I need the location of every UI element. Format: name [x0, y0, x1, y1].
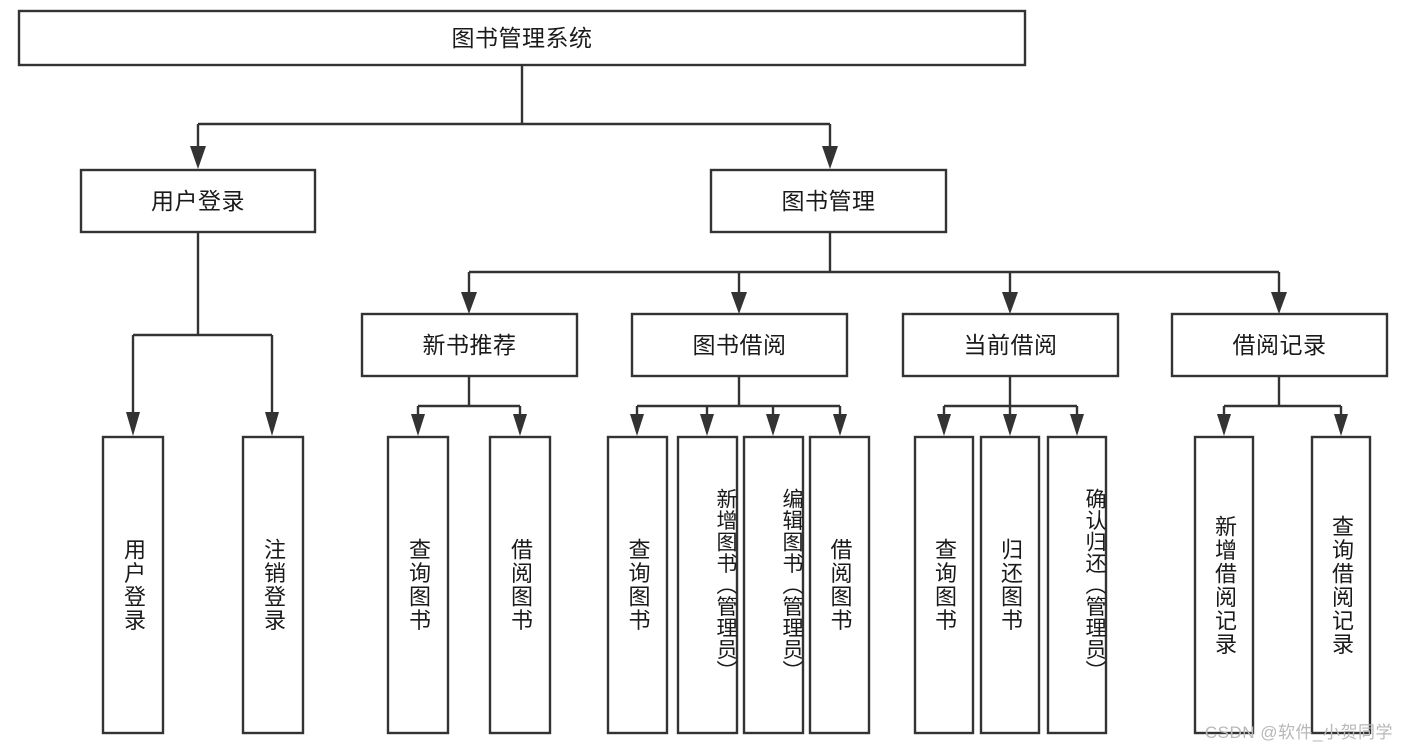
node-box-book-manage[interactable] — [709, 168, 948, 234]
node-box-book-borrow[interactable] — [630, 312, 849, 378]
watermark-text: CSDN @软件_小贺同学 — [1204, 723, 1393, 742]
arrow-user-login-to-leaf2-icon — [265, 412, 279, 436]
node-box-leaf-edit-book[interactable] — [742, 435, 805, 735]
arrow-new-book-to-leaf1-icon — [411, 414, 425, 436]
arrow-book-borrow-to-leaf2-icon — [700, 414, 714, 436]
node-box-leaf-query-record[interactable] — [1310, 435, 1372, 735]
arrow-root-to-book-manage-icon — [822, 146, 838, 169]
arrow-current-borrow-to-leaf2-icon — [1003, 414, 1017, 436]
node-box-leaf-return-book[interactable] — [979, 435, 1041, 735]
connector-group-new-book-rec — [411, 376, 527, 436]
connector-group-borrow-record — [1217, 376, 1348, 436]
node-box-current-borrow[interactable] — [901, 312, 1120, 378]
node-box-leaf-user-login[interactable] — [101, 435, 165, 735]
node-box-leaf-logout[interactable] — [241, 435, 305, 735]
arrow-book-manage-to-current-borrow-icon — [1002, 292, 1018, 314]
node-box-user-login[interactable] — [79, 168, 317, 234]
arrow-new-book-to-leaf2-icon — [513, 414, 527, 436]
arrow-book-borrow-to-leaf3-icon — [766, 414, 780, 436]
node-box-leaf-borrow-book-1[interactable] — [488, 435, 552, 735]
arrow-book-manage-to-new-book-icon — [461, 292, 477, 314]
node-box-leaf-query-book-1[interactable] — [386, 435, 450, 735]
arrow-borrow-record-to-leaf1-icon — [1217, 414, 1231, 436]
node-box-leaf-borrow-book-2[interactable] — [808, 435, 871, 735]
node-box-leaf-query-book-2[interactable] — [606, 435, 669, 735]
arrow-root-to-user-login-icon — [190, 146, 206, 169]
node-box-leaf-query-book-3[interactable] — [913, 435, 975, 735]
node-box-leaf-add-record[interactable] — [1193, 435, 1255, 735]
arrow-borrow-record-to-leaf2-icon — [1334, 414, 1348, 436]
connector-group-current-borrow — [937, 376, 1084, 436]
node-box-root[interactable] — [17, 9, 1027, 67]
node-box-leaf-confirm-return[interactable] — [1046, 435, 1108, 735]
arrow-user-login-to-leaf1-icon — [126, 412, 140, 436]
arrow-book-borrow-to-leaf1-icon — [630, 414, 644, 436]
node-box-leaf-add-book[interactable] — [676, 435, 739, 735]
connector-group-user-login — [126, 232, 279, 436]
arrow-book-manage-to-borrow-record-icon — [1271, 292, 1287, 314]
node-box-borrow-record[interactable] — [1170, 312, 1389, 378]
connector-group-root — [190, 65, 838, 169]
connector-group-book-borrow — [630, 376, 847, 436]
arrow-current-borrow-to-leaf1-icon — [937, 414, 951, 436]
arrow-current-borrow-to-leaf3-icon — [1070, 414, 1084, 436]
connector-group-book-manage — [461, 232, 1287, 314]
arrow-book-manage-to-book-borrow-icon — [731, 292, 747, 314]
arrow-book-borrow-to-leaf4-icon — [833, 414, 847, 436]
node-box-new-book-rec[interactable] — [360, 312, 579, 378]
